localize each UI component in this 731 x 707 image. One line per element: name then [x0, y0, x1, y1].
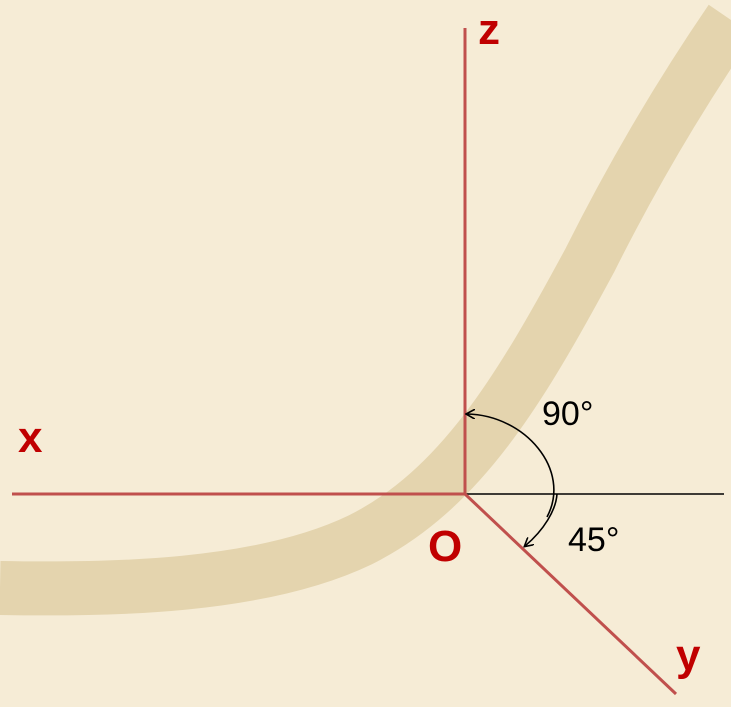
x-axis-label: x: [18, 413, 43, 462]
angle-90-label: 90°: [542, 395, 593, 433]
y-axis: [463, 492, 678, 696]
z-axis-label: z: [478, 5, 500, 54]
origin-label: O: [428, 522, 462, 571]
decorative-band: [0, 4, 731, 616]
angle-arc-45: [525, 493, 558, 546]
angle-arc-90: [467, 414, 555, 518]
y-axis-label: y: [676, 631, 701, 680]
angle-45-label: 45°: [568, 521, 619, 559]
